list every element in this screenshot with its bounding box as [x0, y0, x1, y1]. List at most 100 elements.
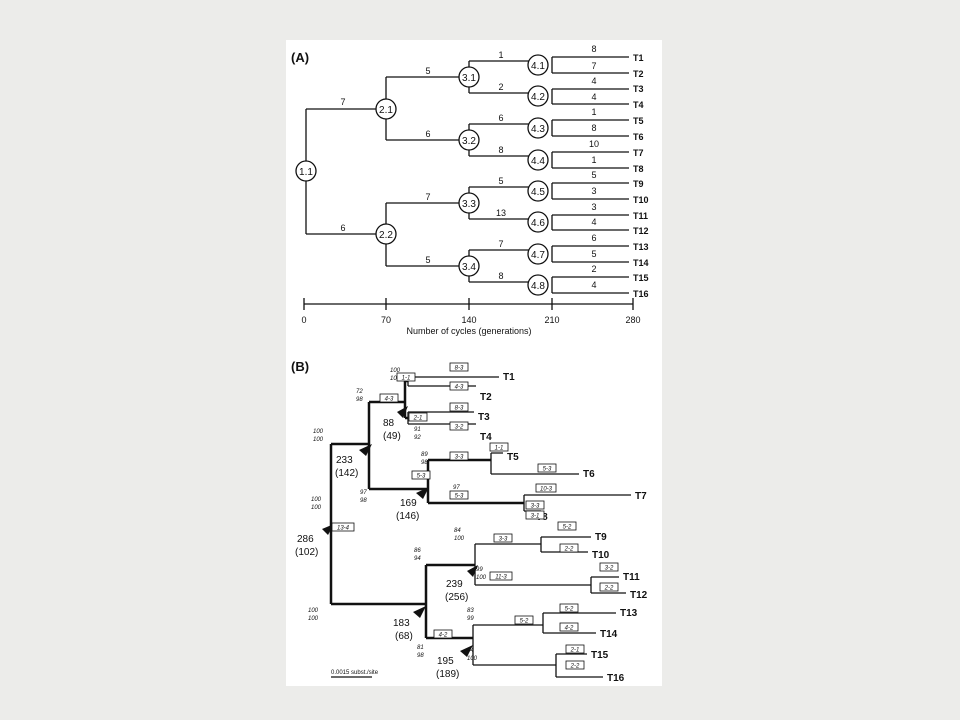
svg-text:4: 4 [591, 76, 596, 86]
svg-text:T11: T11 [623, 572, 640, 583]
svg-text:3: 3 [591, 202, 596, 212]
svg-text:(102): (102) [295, 547, 318, 558]
svg-text:183: 183 [393, 618, 410, 629]
node-3-3: 3.3 [458, 192, 480, 214]
panel-a-tips: 8 T1 7 T2 4 T3 4 T4 1 T5 8 T6 10 T7 1 T8… [589, 44, 649, 299]
svg-text:1: 1 [591, 107, 596, 117]
node-4-6: 4.6 [527, 211, 549, 233]
svg-text:7: 7 [425, 192, 430, 202]
svg-text:3-3: 3-3 [499, 537, 508, 543]
svg-text:2-1: 2-1 [570, 648, 580, 654]
svg-text:8-3: 8-3 [455, 406, 464, 412]
panel-b-scale-bar: 0.0015 subst./site [331, 670, 379, 678]
svg-text:4.2: 4.2 [531, 92, 545, 103]
panel-a-label: (A) [291, 50, 309, 65]
svg-text:100: 100 [476, 575, 487, 581]
svg-text:T12: T12 [633, 226, 649, 236]
svg-text:4.8: 4.8 [531, 281, 545, 292]
svg-text:T14: T14 [633, 258, 649, 268]
svg-text:8: 8 [591, 123, 596, 133]
svg-text:T8: T8 [633, 164, 644, 174]
node-2-2: 2.2 [375, 223, 397, 245]
svg-text:T11: T11 [633, 211, 648, 221]
svg-text:10: 10 [589, 139, 599, 149]
node-4-2: 4.2 [527, 85, 549, 107]
svg-text:99: 99 [467, 616, 474, 622]
svg-text:1: 1 [498, 50, 503, 60]
arrow-root-icon [322, 524, 334, 535]
svg-text:3-2: 3-2 [455, 425, 464, 431]
svg-text:5-3: 5-3 [417, 474, 426, 480]
panel-a-branch-values: 7 6 5 6 7 5 1 2 6 8 5 13 7 8 [340, 50, 506, 281]
node-4-3: 4.3 [527, 117, 549, 139]
svg-text:100: 100 [390, 368, 401, 374]
svg-text:T9: T9 [633, 179, 644, 189]
svg-text:100: 100 [313, 429, 324, 435]
svg-text:T16: T16 [607, 673, 625, 684]
svg-text:88: 88 [383, 418, 395, 429]
figure-canvas: (A) 1.1 2.1 2.2 3.1 3.2 3.3 3.4 4.1 4.2 … [291, 44, 649, 684]
svg-text:97: 97 [360, 490, 367, 496]
svg-text:7: 7 [340, 97, 345, 107]
svg-text:(142): (142) [335, 468, 358, 479]
arrow-183-icon [413, 606, 426, 618]
svg-text:100: 100 [390, 376, 401, 382]
svg-text:T1: T1 [633, 53, 644, 63]
svg-text:4.3: 4.3 [531, 124, 545, 135]
node-4-5: 4.5 [527, 180, 549, 202]
tick-140: 140 [461, 315, 476, 325]
svg-text:2.2: 2.2 [379, 230, 393, 241]
svg-text:3.4: 3.4 [462, 262, 476, 273]
svg-text:T13: T13 [633, 242, 649, 252]
svg-text:100: 100 [311, 505, 322, 511]
svg-text:(256): (256) [445, 592, 468, 603]
svg-text:T2: T2 [633, 69, 644, 79]
svg-text:T15: T15 [591, 650, 609, 661]
arrow-195-icon [460, 645, 473, 657]
svg-text:239: 239 [446, 579, 463, 590]
svg-text:T5: T5 [507, 452, 519, 463]
svg-text:T2: T2 [480, 392, 492, 403]
panel-b-support-values: 100 100 72 98 100 100 100 100 91 92 89 9… [308, 368, 487, 662]
svg-text:1.1: 1.1 [299, 167, 313, 178]
svg-text:T12: T12 [630, 590, 648, 601]
arrow-88-icon [397, 406, 408, 418]
tick-0: 0 [301, 315, 306, 325]
svg-text:3.3: 3.3 [462, 199, 476, 210]
svg-text:T7: T7 [633, 148, 644, 158]
svg-text:4.4: 4.4 [531, 156, 545, 167]
svg-text:7: 7 [498, 239, 503, 249]
svg-text:3-3: 3-3 [455, 455, 464, 461]
svg-text:8: 8 [498, 145, 503, 155]
svg-text:6: 6 [425, 129, 430, 139]
svg-text:94: 94 [414, 556, 421, 562]
svg-text:5-2: 5-2 [563, 525, 572, 531]
node-4-8: 4.8 [527, 274, 549, 296]
svg-text:100: 100 [308, 608, 319, 614]
svg-text:3-1: 3-1 [531, 514, 540, 520]
svg-text:T4: T4 [633, 100, 644, 110]
svg-text:2: 2 [591, 264, 596, 274]
svg-text:89: 89 [421, 452, 428, 458]
panel-b-boxes: 8-3 1-1 4-3 4-3 8-3 2-1 3-2 3-3 5-3 5-3 … [331, 362, 619, 670]
svg-text:286: 286 [297, 534, 314, 545]
svg-text:13: 13 [496, 208, 506, 218]
svg-text:5: 5 [591, 249, 596, 259]
svg-text:T15: T15 [633, 273, 649, 283]
svg-text:100: 100 [467, 656, 478, 662]
svg-text:5-3: 5-3 [455, 494, 464, 500]
svg-text:233: 233 [336, 455, 353, 466]
svg-text:5-2: 5-2 [565, 607, 574, 613]
svg-text:T16: T16 [633, 289, 649, 299]
svg-text:98: 98 [356, 397, 363, 403]
svg-text:4-3: 4-3 [455, 385, 464, 391]
node-3-1: 3.1 [458, 66, 480, 88]
svg-text:98: 98 [360, 498, 367, 504]
tick-210: 210 [544, 315, 559, 325]
svg-text:T7: T7 [635, 491, 647, 502]
node-1-1: 1.1 [295, 160, 317, 182]
svg-text:6: 6 [591, 233, 596, 243]
svg-text:T5: T5 [633, 116, 644, 126]
svg-text:T3: T3 [633, 84, 644, 94]
svg-text:2-1: 2-1 [413, 416, 423, 422]
